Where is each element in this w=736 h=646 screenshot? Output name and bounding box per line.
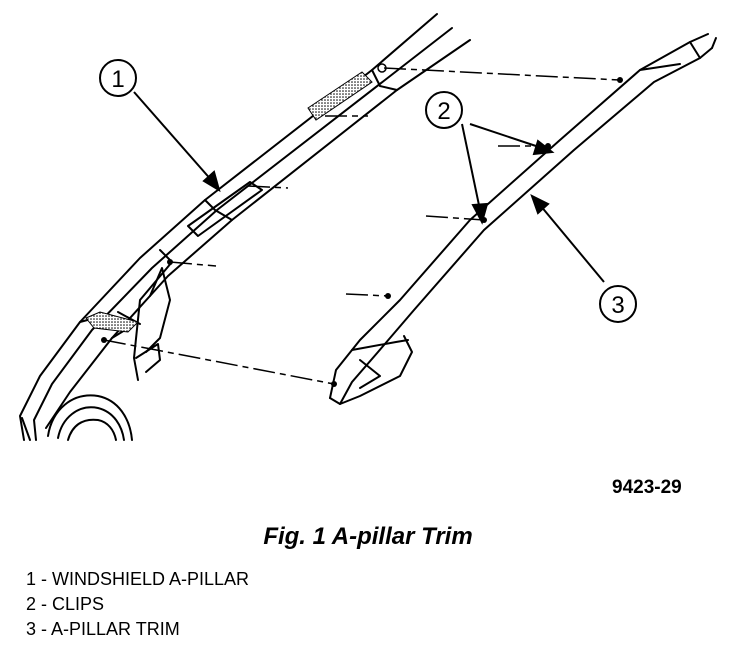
a-pillar-trim <box>329 33 717 405</box>
windshield-a-pillar <box>19 13 471 441</box>
callout-1-label: 1 <box>111 66 124 93</box>
a-pillar-trim-illustration: 1 2 3 <box>19 13 717 441</box>
legend-item: 1 - WINDSHIELD A-PILLAR <box>26 569 250 589</box>
legend: 1 - WINDSHIELD A-PILLAR 2 - CLIPS 3 - A-… <box>26 567 249 642</box>
figure-id-label: 9423-29 <box>612 477 682 498</box>
pillar-seal-upper <box>307 71 373 121</box>
figure-caption: Fig. 1 A-pillar Trim <box>263 523 473 550</box>
callout-2-label: 2 <box>437 98 450 125</box>
legend-item: 2 - CLIPS <box>26 594 105 614</box>
alignment-lines <box>103 67 621 385</box>
callout-3: 3 <box>599 285 637 323</box>
callout-3-label: 3 <box>611 292 624 319</box>
legend-item: 3 - A-PILLAR TRIM <box>26 619 180 639</box>
callout-2: 2 <box>425 91 463 129</box>
pillar-seal-lower <box>85 311 139 333</box>
leader-lines <box>133 91 605 283</box>
callout-1: 1 <box>99 59 137 97</box>
